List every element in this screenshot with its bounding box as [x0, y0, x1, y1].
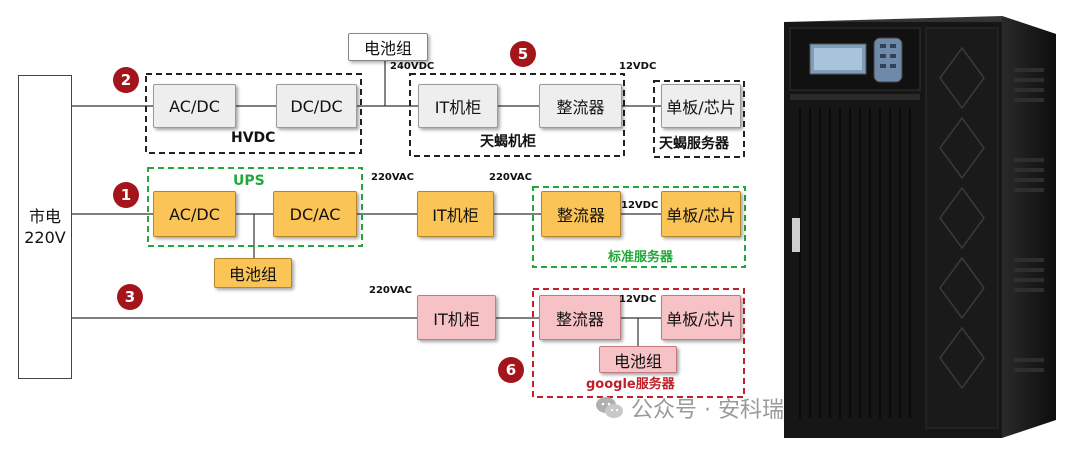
- badge-2: 2: [113, 67, 139, 93]
- google-it-cabinet-box: IT机柜: [417, 295, 496, 340]
- google-voltage-ac-label: 220VAC: [369, 285, 413, 296]
- std-server-group-label: 标准服务器: [608, 250, 674, 265]
- ups-it-cabinet-box: IT机柜: [417, 191, 494, 237]
- badge-1: 1: [113, 182, 139, 208]
- ups-acdc-box: AC/DC: [153, 191, 236, 237]
- std-board-box: 单板/芯片: [661, 191, 741, 237]
- mains-220v-box: 市电 220V: [18, 75, 72, 379]
- tianxie-rectifier-box: 整流器: [539, 84, 622, 128]
- mains-label: 市电: [28, 207, 61, 226]
- google-server-group-label: google服务器: [586, 377, 675, 392]
- google-rectifier-box: 整流器: [539, 295, 621, 340]
- std-voltage-dc-label: 12VDC: [621, 200, 659, 211]
- badge-3: 3: [117, 284, 143, 310]
- hvdc-voltage-label: 240VDC: [390, 61, 435, 72]
- hvdc-acdc-box: AC/DC: [153, 84, 236, 128]
- connector-lines: [70, 60, 746, 398]
- google-board-box: 单板/芯片: [661, 295, 741, 340]
- std-rectifier-box: 整流器: [541, 191, 621, 237]
- hvdc-battery-box: 电池组: [348, 33, 428, 61]
- mains-voltage: 220V: [24, 228, 66, 247]
- tianxie-cabinet-group-label: 天蝎机柜: [480, 134, 536, 150]
- hvdc-group-label: HVDC: [231, 130, 276, 146]
- power-architecture-diagram: 市电 220V 2 1 3 5 6 电池组 240VDC AC/DC DC/DC…: [18, 33, 746, 398]
- ups-cabinet-photo: [784, 16, 1056, 438]
- tianxie-it-cabinet-box: IT机柜: [418, 84, 498, 128]
- badge-6: 6: [498, 357, 524, 383]
- tianxie-board-box: 单板/芯片: [661, 84, 741, 128]
- badge-5: 5: [510, 41, 536, 67]
- tianxie-voltage-label: 12VDC: [619, 61, 657, 72]
- wechat-icon: [596, 397, 623, 418]
- ups-dcac-box: DC/AC: [273, 191, 357, 237]
- hvdc-dcdc-box: DC/DC: [276, 84, 357, 128]
- google-battery-box: 电池组: [599, 346, 677, 373]
- ups-battery-box: 电池组: [214, 258, 292, 288]
- google-voltage-dc-label: 12VDC: [619, 294, 657, 305]
- ups-voltage-out-label: 220VAC: [371, 172, 415, 183]
- ups-group-label: UPS: [233, 173, 265, 189]
- tianxie-server-group-label: 天蝎服务器: [659, 136, 729, 152]
- ups-voltage-it-label: 220VAC: [489, 172, 533, 183]
